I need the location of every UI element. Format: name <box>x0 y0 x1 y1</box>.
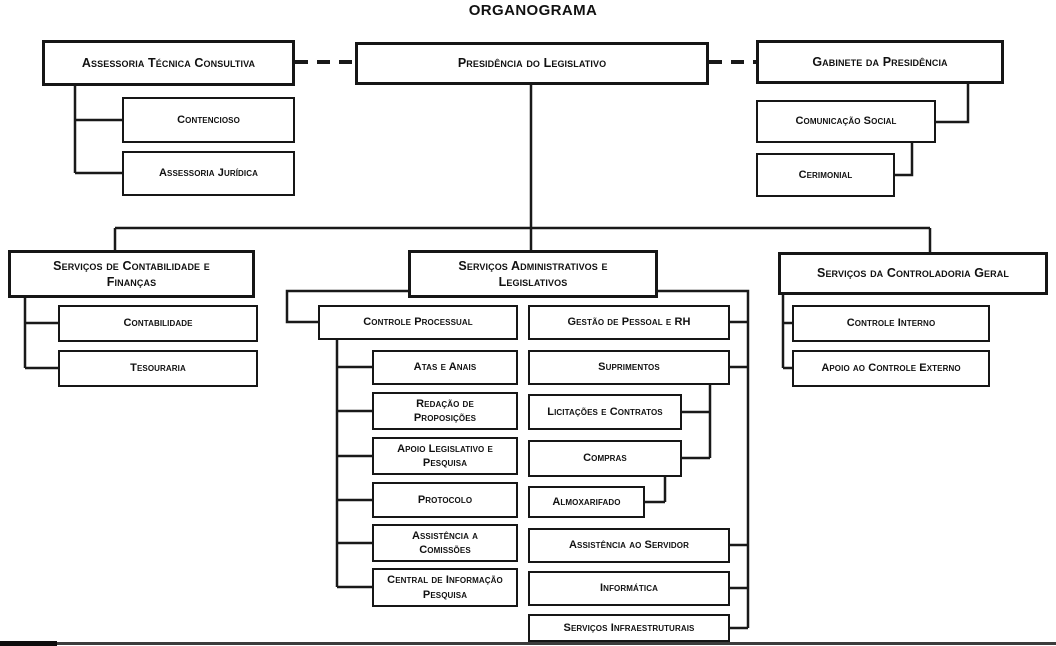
bottom-border <box>0 642 1056 645</box>
bracket-gabinete <box>895 84 970 177</box>
node-central-informacao-pesquisa: Central de Informação Pesquisa <box>372 568 518 607</box>
node-controle-processual: Controle Processual <box>318 305 518 340</box>
bottom-border-dark-segment <box>0 641 57 646</box>
node-informatica: Informática <box>528 571 730 606</box>
bracket-right-column <box>658 289 750 630</box>
node-assistencia-servidor: Assistência ao Servidor <box>528 528 730 563</box>
node-suprimentos: Suprimentos <box>528 350 730 385</box>
chart-title: ORGANOGRAMA <box>468 2 598 19</box>
trunk <box>113 85 932 252</box>
node-protocolo: Protocolo <box>372 482 518 518</box>
node-almoxarifado: Almoxarifado <box>528 486 645 518</box>
node-assistencia-comissoes: Assistência a Comissões <box>372 524 518 562</box>
node-redacao-proposicoes: Redação de Proposições <box>372 392 518 430</box>
bracket-suprimentos-children <box>682 385 712 460</box>
node-atas-anais: Atas e Anais <box>372 350 518 385</box>
node-apoio-legislativo-pesquisa: Apoio Legislativo e Pesquisa <box>372 437 518 475</box>
node-cerimonial: Cerimonial <box>756 153 895 197</box>
bracket-processual-children <box>335 340 372 589</box>
node-tesouraria: Tesouraria <box>58 350 258 387</box>
node-contabilidade: Contabilidade <box>58 305 258 342</box>
node-servicos-controladoria: Serviços da Controladoria Geral <box>778 252 1048 295</box>
node-gestao-pessoal-rh: Gestão de Pessoal e RH <box>528 305 730 340</box>
node-servicos-administrativos: Serviços Administrativos e Legislativos <box>408 250 658 298</box>
bracket-contabilidade <box>23 298 58 370</box>
bracket-almoxarifado <box>645 477 667 504</box>
node-contencioso: Contencioso <box>122 97 295 143</box>
node-comunicacao-social: Comunicação Social <box>756 100 936 143</box>
node-presidencia: Presidência do Legislativo <box>355 42 709 85</box>
node-controle-interno: Controle Interno <box>792 305 990 342</box>
node-servicos-infraestruturais: Serviços Infraestruturais <box>528 614 730 642</box>
node-apoio-controle-externo: Apoio ao Controle Externo <box>792 350 990 387</box>
arm-controle-processual <box>285 289 408 324</box>
node-servicos-contabilidade: Serviços de Contabilidade e Finanças <box>8 250 255 298</box>
bracket-controladoria <box>781 295 792 370</box>
node-compras: Compras <box>528 440 682 477</box>
node-assessoria-juridica: Assessoria Jurídica <box>122 151 295 196</box>
node-gabinete: Gabinete da Presidência <box>756 40 1004 84</box>
node-assessoria-tecnica: Assessoria Técnica Consultiva <box>42 40 295 86</box>
bracket-assessoria <box>73 86 122 175</box>
node-licitacoes-contratos: Licitações e Contratos <box>528 394 682 430</box>
